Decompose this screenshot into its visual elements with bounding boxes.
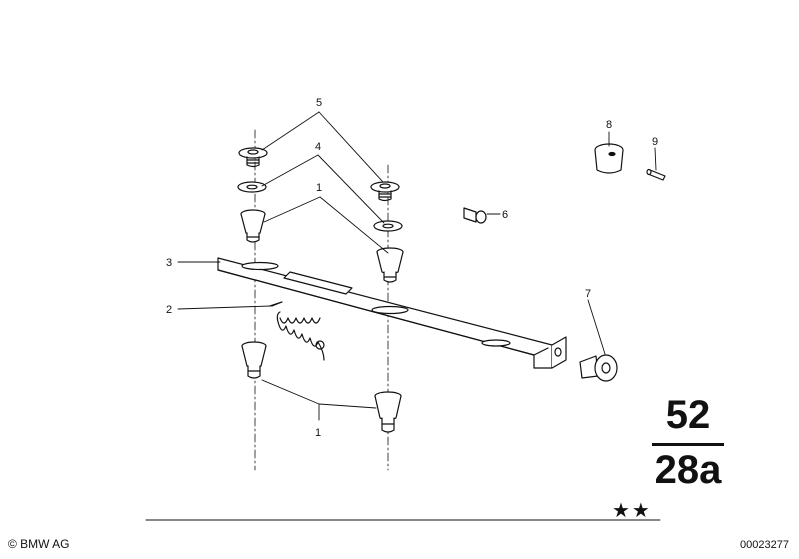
callout-1-top: 1: [316, 182, 322, 194]
pin-part-9: [646, 168, 666, 181]
callout-5: 5: [316, 97, 322, 109]
callout-9: 9: [652, 136, 658, 148]
callout-6: 6: [502, 209, 508, 221]
bolt-right: [370, 181, 400, 202]
group-number-divider: [652, 443, 724, 446]
plug-part-6: [463, 207, 487, 224]
callout-1-bottom: 1: [315, 427, 321, 439]
callout-2: 2: [166, 304, 172, 316]
group-number-main: 52: [665, 393, 711, 437]
return-spring: [269, 301, 325, 361]
image-number: 00023277: [740, 539, 789, 551]
washer-right: [373, 220, 403, 232]
rating-stars: ★★: [612, 498, 652, 522]
callout-8: 8: [606, 119, 612, 131]
buffer-top-right: [376, 247, 404, 283]
buffer-top-left: [240, 209, 266, 243]
pull-knob-part-7: [579, 354, 618, 382]
buffer-bottom-left: [241, 341, 267, 379]
sleeve-part-8: [594, 143, 624, 174]
leader-lines: [177, 111, 657, 421]
callout-7: 7: [585, 288, 591, 300]
callout-4: 4: [315, 141, 321, 153]
washer-left: [237, 181, 267, 193]
bolt-left: [238, 147, 268, 168]
group-number-sub: 28a: [654, 448, 722, 492]
mounting-bracket: [217, 257, 567, 369]
copyright-text: © BMW AG: [8, 537, 70, 551]
buffer-bottom-right: [374, 391, 402, 433]
callout-3: 3: [166, 257, 172, 269]
